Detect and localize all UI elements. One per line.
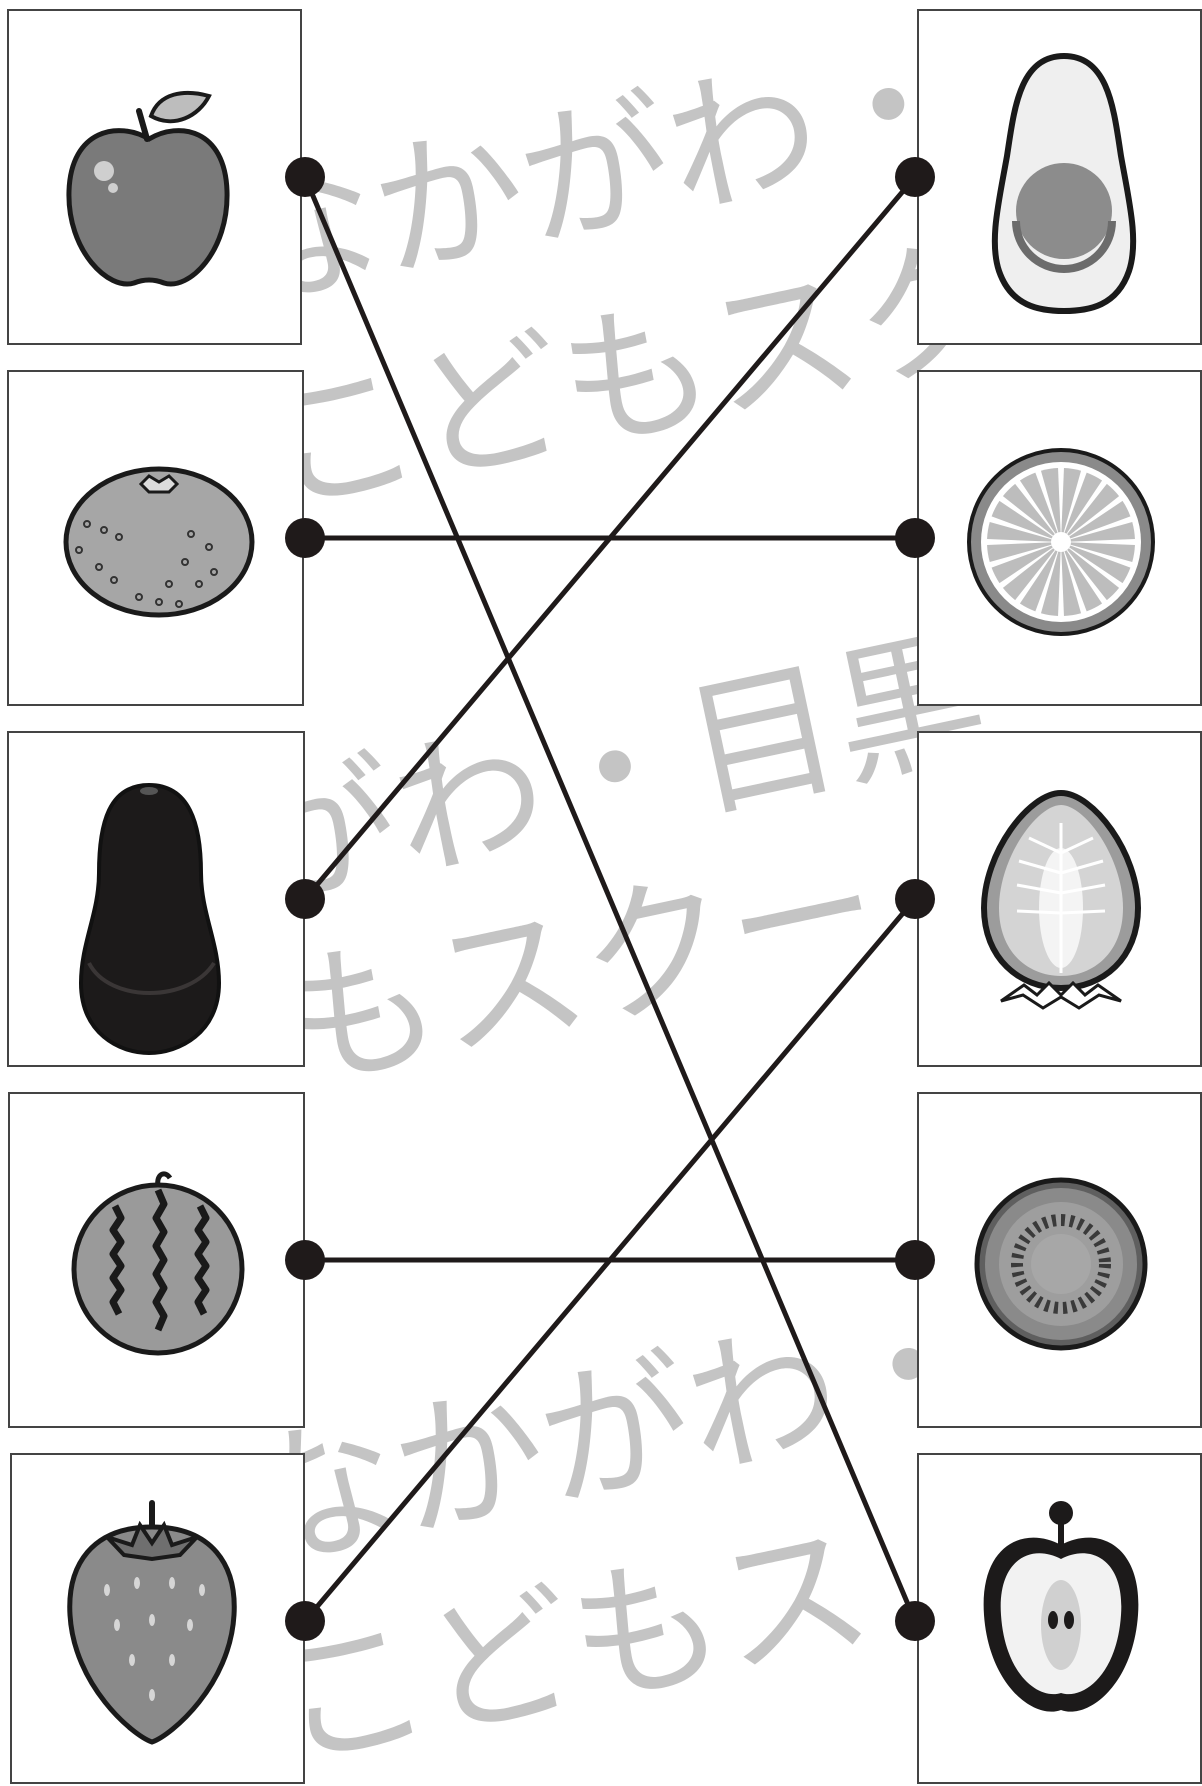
- left-dot-2[interactable]: [285, 518, 325, 558]
- right-dot-1[interactable]: [895, 157, 935, 197]
- right-dot-4[interactable]: [895, 1240, 935, 1280]
- connection-line: [305, 177, 915, 1621]
- left-dot-1[interactable]: [285, 157, 325, 197]
- left-dot-5[interactable]: [285, 1601, 325, 1641]
- right-dot-2[interactable]: [895, 518, 935, 558]
- right-dot-3[interactable]: [895, 879, 935, 919]
- left-dot-4[interactable]: [285, 1240, 325, 1280]
- left-dot-3[interactable]: [285, 879, 325, 919]
- right-dot-5[interactable]: [895, 1601, 935, 1641]
